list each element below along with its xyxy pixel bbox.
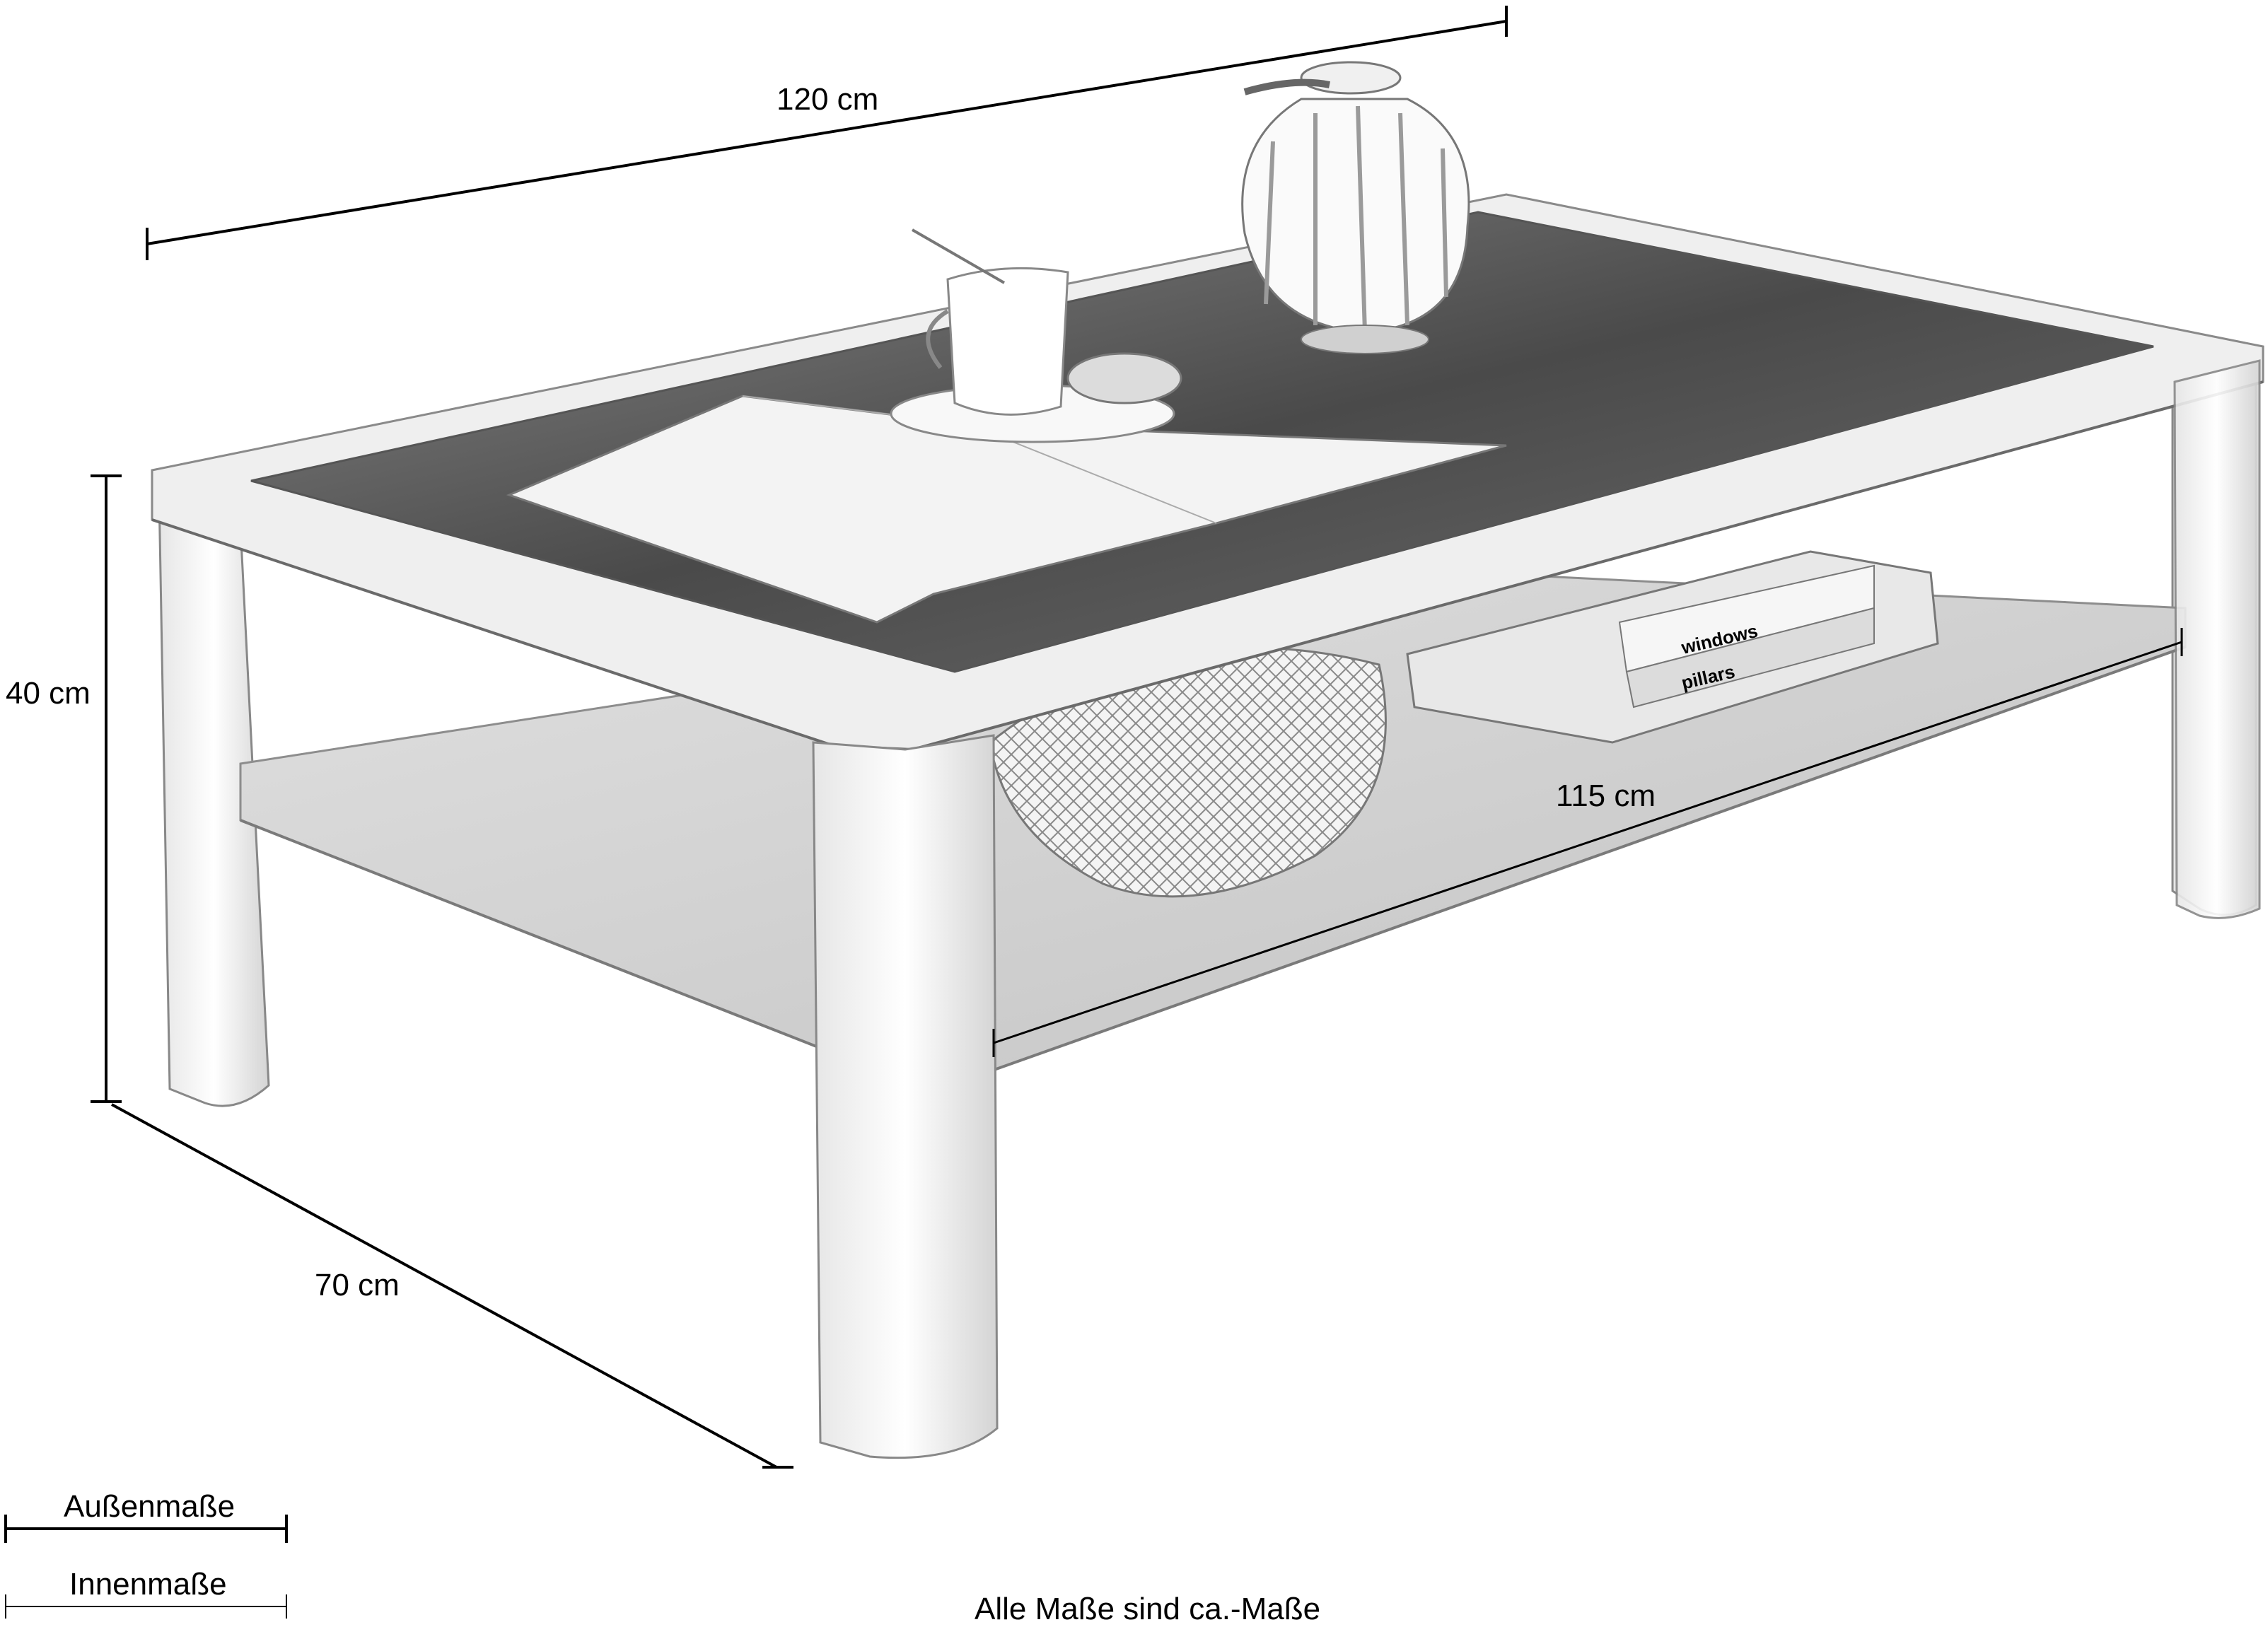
- inner-width-label: 115 cm: [1556, 778, 1656, 813]
- table-leg-back-left: [158, 493, 270, 1107]
- legend: Außenmaße Innenmaße: [4, 1489, 288, 1619]
- width-label: 120 cm: [777, 82, 878, 117]
- dimension-inner-width: 115 cm: [992, 628, 2183, 1057]
- books-stack: windows pillars: [1406, 550, 1939, 744]
- dimension-width: 120 cm: [146, 6, 1508, 260]
- table-leg-front-right: [2173, 359, 2261, 919]
- depth-label: 70 cm: [315, 1268, 400, 1302]
- dimension-height: 40 cm: [6, 474, 122, 1103]
- lantern: [1241, 61, 1470, 354]
- legend-inner-label: Innenmaße: [69, 1567, 227, 1602]
- coffee-table-illustration: windows pillars: [151, 61, 2264, 1459]
- footnote: Alle Maße sind ca.-Maße: [975, 1592, 1320, 1626]
- legend-outer-label: Außenmaße: [64, 1489, 235, 1524]
- cup-and-saucer: [890, 228, 1182, 443]
- table-leg-front-left: [812, 734, 999, 1459]
- dimension-depth: 70 cm: [111, 1103, 793, 1469]
- height-label: 40 cm: [6, 676, 91, 711]
